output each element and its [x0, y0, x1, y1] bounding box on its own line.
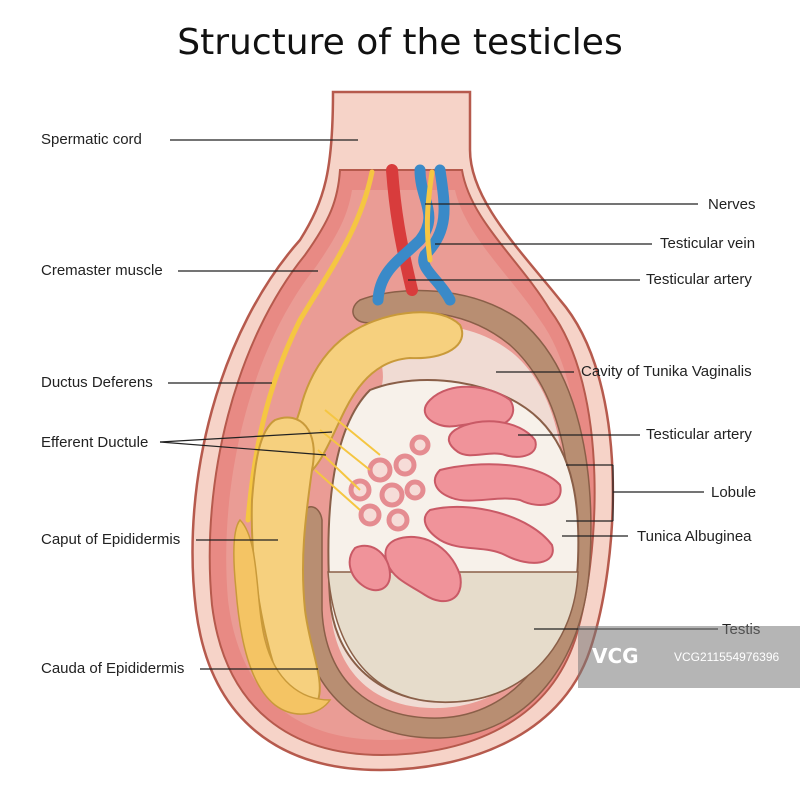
- cremaster-strand: [245, 169, 375, 523]
- label-testicular-artery-mid: Testicular artery: [646, 426, 752, 443]
- testicular-vein-vessel: [372, 164, 456, 306]
- label-efferent-ductule: Efferent Ductule: [41, 434, 149, 451]
- label-cremaster-muscle: Cremaster muscle: [41, 262, 163, 279]
- testis-lower-shade: [327, 571, 579, 703]
- tunica-vaginalis: [299, 289, 592, 739]
- label-cauda-epididermis: Cauda of Epididermis: [41, 660, 185, 677]
- testicular-artery-vessel: [386, 164, 418, 296]
- label-testicular-artery-top: Testicular artery: [646, 271, 752, 288]
- label-tunica-albuginea: Tunica Albuginea: [637, 528, 752, 545]
- label-testicular-vein: Testicular vein: [660, 235, 756, 252]
- label-spermatic-cord: Spermatic cord: [41, 131, 142, 148]
- watermark-id: VCG211554976396: [674, 650, 780, 664]
- label-caput-epididermis: Caput of Epididermis: [41, 531, 181, 548]
- label-cavity-tunika: Cavity of Tunika Vaginalis: [581, 363, 752, 380]
- epididymis-tail: [233, 518, 332, 715]
- diagram-title: Structure of the testicles: [177, 22, 623, 63]
- label-ductus-deferens: Ductus Deferens: [41, 374, 153, 391]
- epididymis-head: [287, 311, 463, 482]
- efferent-strands: [314, 409, 381, 511]
- label-nerves: Nerves: [708, 196, 756, 213]
- label-lobule: Lobule: [711, 484, 757, 501]
- nerve-vessel: [424, 169, 435, 263]
- lobules: [348, 385, 562, 603]
- leader-lines: [159, 139, 718, 670]
- watermark-logo: VCG: [592, 644, 639, 668]
- watermark: VCG VCG211554976396: [578, 626, 800, 688]
